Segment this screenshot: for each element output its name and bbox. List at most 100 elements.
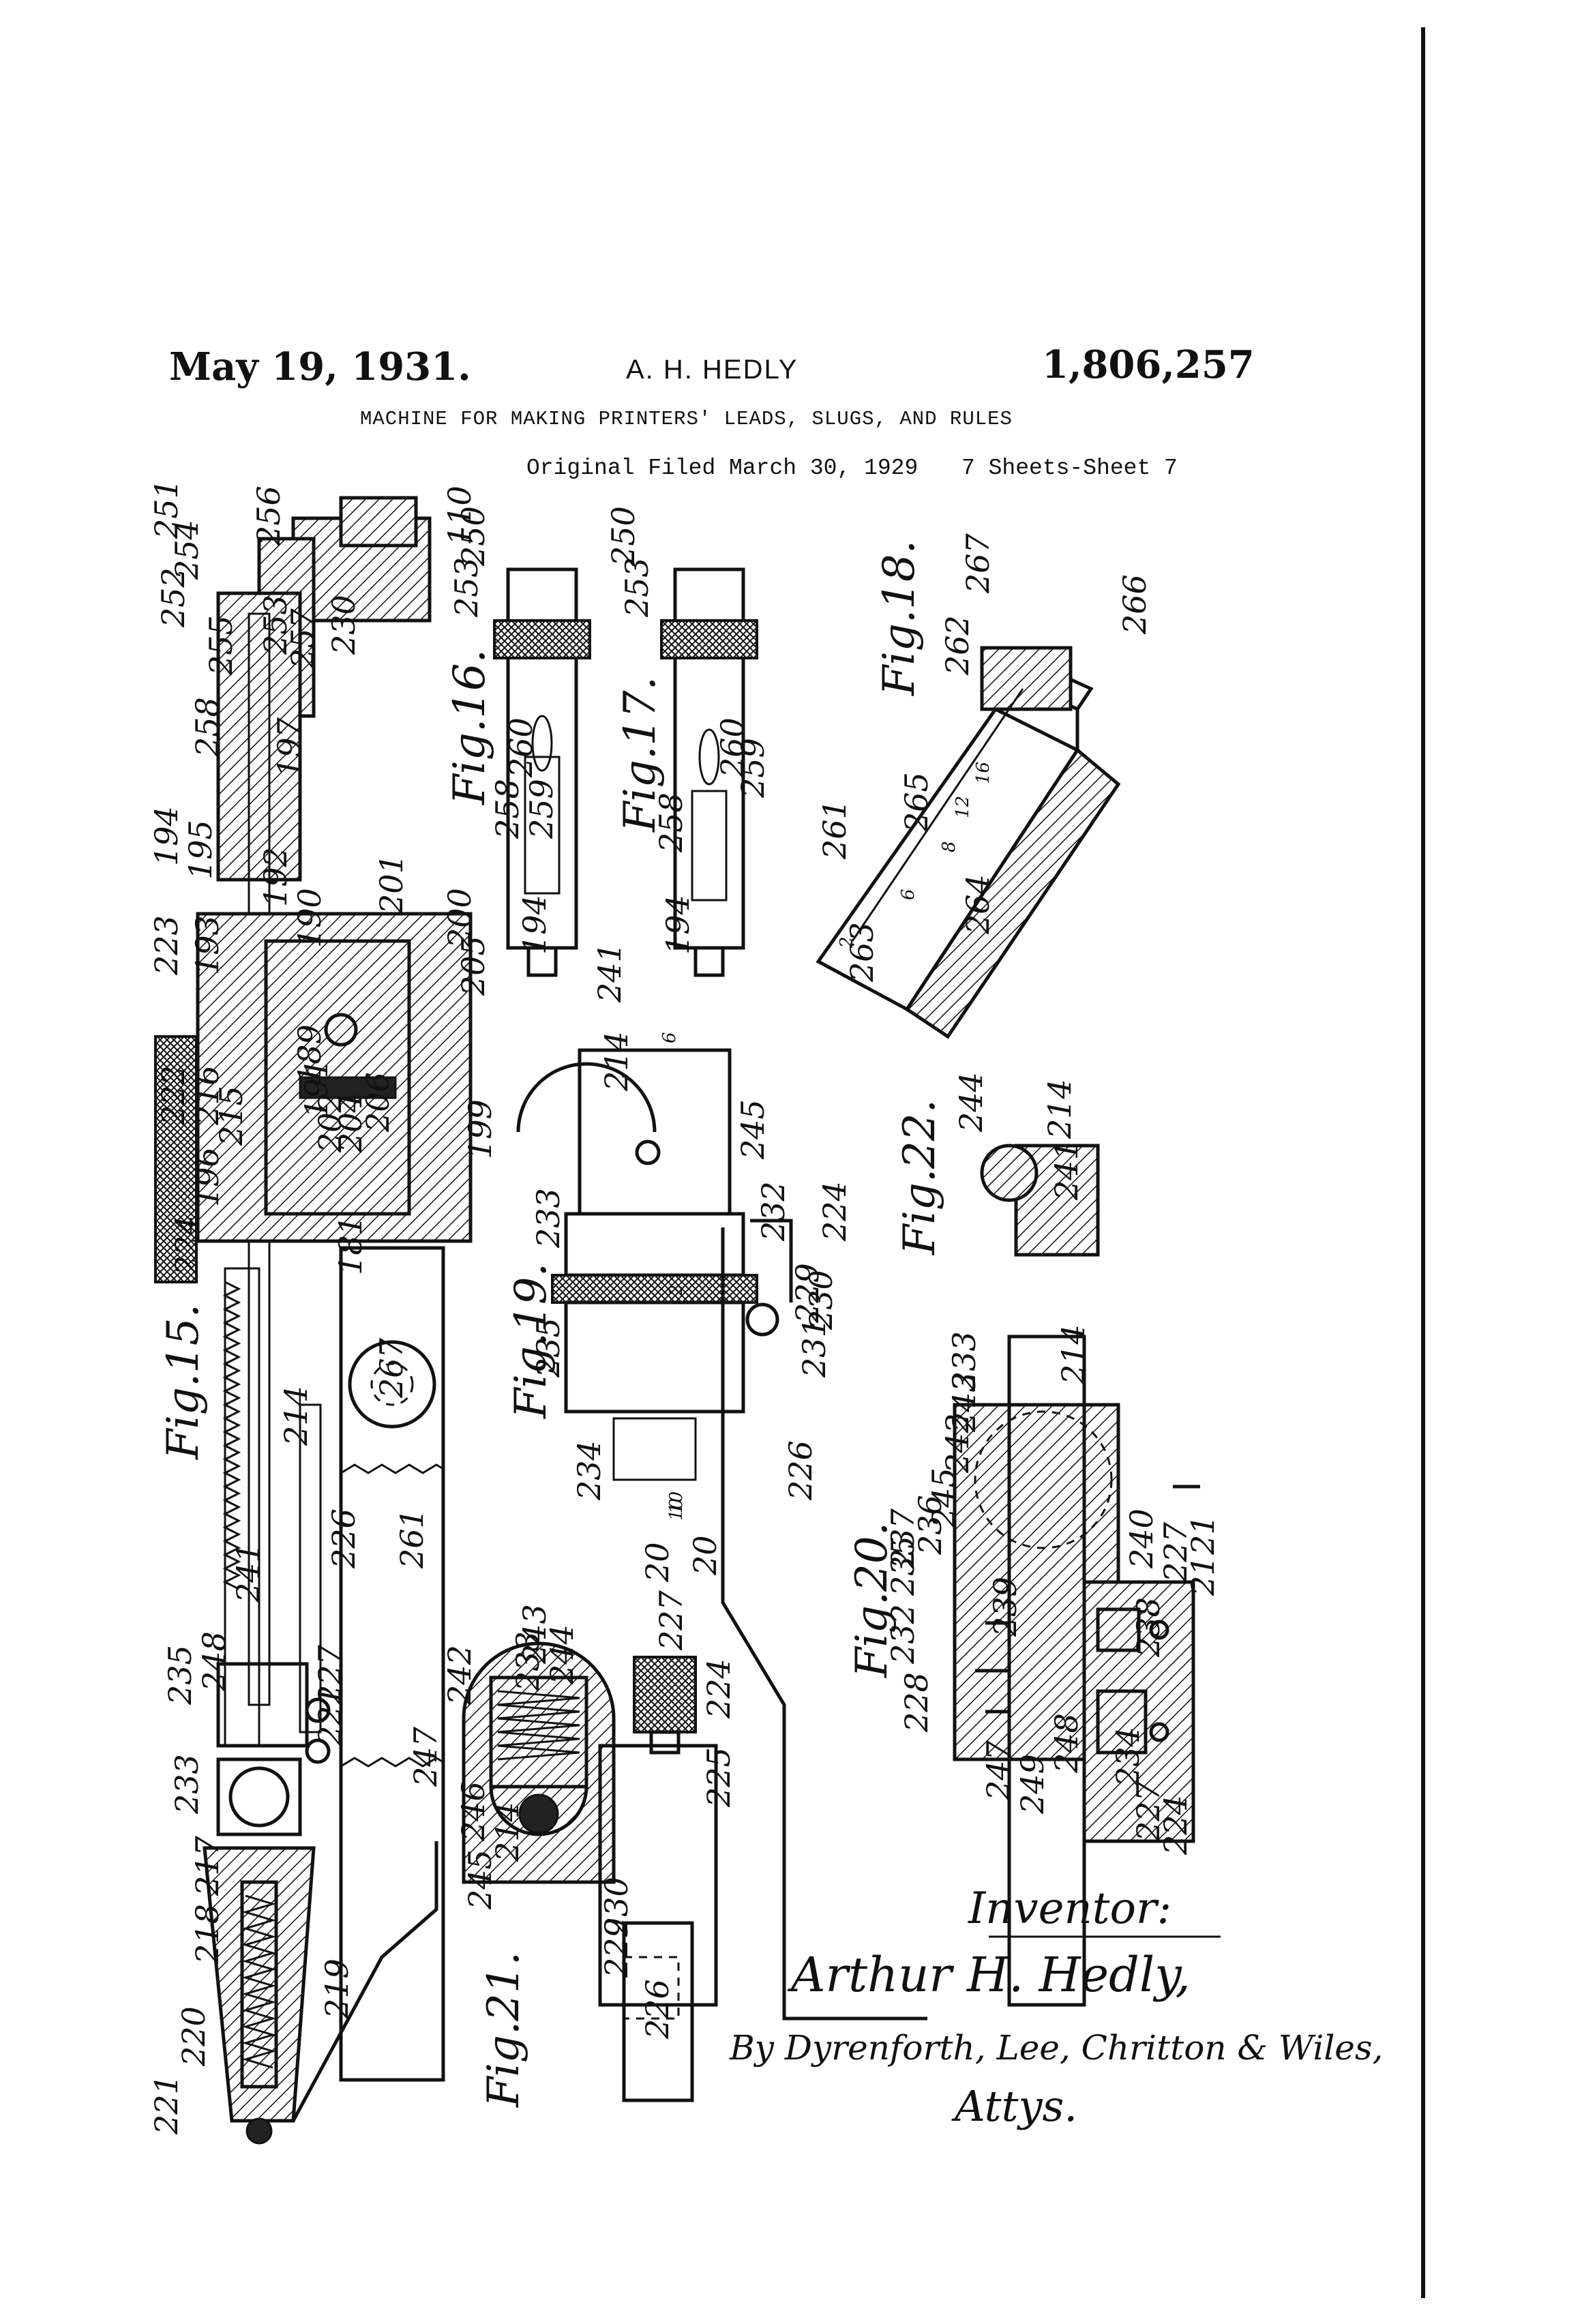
labels-fig15-numeral: 248	[196, 1631, 233, 1692]
labels-fig15-numeral: 257	[284, 608, 321, 669]
attorneys-signature: By Dyrenforth, Lee, Chritton & Wiles,	[729, 2028, 1383, 2068]
labels-fig18-numeral: 261	[816, 799, 853, 860]
labels-scale-numeral: 6	[659, 1032, 680, 1043]
labels-fig21-numeral: 229	[598, 1918, 635, 1978]
labels-fig20-numeral: 242	[939, 1413, 976, 1474]
labels-fig15-numeral: 252	[155, 567, 192, 628]
labels-scale-numeral: 12	[953, 796, 973, 818]
labels-fig20-numeral: 248	[1048, 1713, 1085, 1774]
mount-cap	[341, 498, 416, 546]
labels-fig19-numeral: 20	[639, 1542, 676, 1583]
labels-fig15-numeral: 197	[271, 717, 308, 777]
labels-fig18-numeral: 265	[898, 772, 935, 833]
labels-scale-numeral: 2	[666, 1284, 687, 1296]
labels-fig15-numeral: 223	[148, 915, 185, 976]
labels-fig20-numeral: 238	[1130, 1597, 1167, 1658]
labels-fig17-numeral: 253	[618, 557, 655, 618]
labels-fig15-numeral: 255	[203, 615, 239, 676]
labels-fig15-numeral: 205	[455, 936, 492, 996]
labels-fig15-numeral: 258	[189, 697, 226, 758]
labels-fig18-numeral: 262	[939, 615, 976, 676]
labels-fig15-numeral: 222	[155, 1065, 192, 1126]
barrel-234	[566, 1302, 743, 1412]
labels-fig15-numeral: 218	[189, 1904, 226, 1965]
labels-fig18-numeral: 266	[1116, 574, 1153, 635]
labels-fig18-numeral: 264	[959, 874, 996, 935]
labels-fig20-numeral: 234	[1109, 1727, 1146, 1787]
labels-fig15-numeral: 199	[462, 1099, 498, 1159]
labels-fig15-numeral: 181	[332, 1215, 369, 1275]
inventor-signature: Arthur H. Hedly,	[787, 1947, 1191, 2003]
labels-fig20-numeral: 249	[1014, 1754, 1051, 1815]
labels-fig15-numeral: 241	[230, 1543, 267, 1603]
fig16-title: Fig.16.	[445, 649, 495, 805]
labels-fig18-numeral: 263	[844, 922, 880, 983]
labels-fig15-numeral: 195	[182, 820, 219, 880]
labels-fig20-numeral: 247	[980, 1740, 1017, 1801]
labels-fig15-numeral: 219	[318, 1958, 355, 2019]
labels-fig16-numeral: 194	[516, 895, 553, 955]
labels-fig15-numeral: 230	[325, 595, 362, 655]
labels-fig21-numeral: 243	[516, 1604, 553, 1665]
labels-scale-numeral: 10	[666, 1491, 687, 1514]
labels-fig15-numeral: 214	[278, 1386, 314, 1446]
fig17-title: Fig.17.	[615, 676, 666, 833]
labels-fig20-numeral: 21	[1184, 1515, 1221, 1555]
labels-fig15-numeral: 267	[373, 1337, 410, 1399]
fig19-title: Fig.19.	[506, 1263, 556, 1419]
labels-fig15-numeral: 196	[189, 1147, 226, 1207]
labels-fig20-numeral: 214	[1055, 1324, 1092, 1385]
labels-fig15-numeral: 226	[325, 1508, 362, 1569]
labels-fig21-numeral: 245	[462, 1849, 498, 1910]
labels-fig21-numeral: 224	[700, 1658, 737, 1719]
labels-fig16-numeral: 253	[448, 557, 485, 618]
labels-fig17-numeral: 259	[734, 738, 771, 799]
fig21-title: Fig.21.	[479, 1952, 529, 2108]
labels-fig19-numeral: 214	[598, 1031, 635, 1092]
labels-fig20-numeral: 21	[1184, 1555, 1221, 1596]
labels-fig15-numeral: 220	[175, 2006, 212, 2067]
labels-fig15-numeral: 217	[189, 1835, 226, 1896]
labels-fig15-numeral: 215	[213, 1086, 250, 1146]
labels-fig16-numeral: 260	[503, 717, 539, 778]
labels-fig15-numeral: 221	[148, 2074, 185, 2135]
labels-fig16-numeral: 259	[523, 779, 560, 839]
inventor-heading: Inventor:	[968, 1883, 1171, 1934]
labels-scale-numeral: 16	[973, 762, 994, 784]
labels-fig19-numeral: 228	[898, 1672, 935, 1733]
labels-fig15-numeral: 224	[168, 1215, 205, 1276]
labels-fig15-numeral: 201	[373, 854, 410, 914]
labels-fig15-numeral: 221	[312, 1686, 348, 1746]
labels-fig21-numeral: 227	[653, 1590, 689, 1651]
fig20-title: Fig.20.	[847, 1522, 897, 1678]
ball-221	[247, 2119, 271, 2143]
sleeve-232	[566, 1214, 743, 1275]
labels-fig15-numeral: 194	[148, 806, 185, 866]
fig18-title: Fig.18.	[874, 540, 925, 696]
labels-fig19-numeral: 20	[687, 1535, 723, 1576]
labels-fig19-numeral: 233	[530, 1188, 567, 1249]
labels-fig15-numeral: 261	[393, 1508, 430, 1569]
labels-fig15-numeral: 247	[407, 1726, 444, 1787]
labels-scale-numeral: 6	[898, 889, 919, 900]
labels-fig22-numeral: 241	[1048, 1140, 1085, 1201]
labels-fig15-numeral: 190	[291, 888, 328, 948]
attys-signature: Attys.	[951, 2081, 1077, 2131]
labels-fig19-numeral: 241	[591, 942, 628, 1003]
labels-fig21-numeral: 226	[639, 1979, 676, 2040]
break-line-1	[341, 1465, 443, 1473]
labels-fig19-numeral: 230	[803, 1270, 839, 1330]
labels-fig21-numeral: 242	[441, 1645, 478, 1705]
labels-fig21-numeral: 225	[700, 1747, 737, 1808]
labels-fig22-numeral: 244	[953, 1072, 989, 1133]
labels-fig22-numeral: 214	[1041, 1079, 1078, 1139]
labels-fig15-numeral: 235	[162, 1645, 198, 1705]
labels-fig21-numeral: 246	[455, 1781, 492, 1842]
labels-scale-numeral: 2	[837, 936, 857, 949]
labels-fig15-numeral: 233	[168, 1754, 205, 1815]
labels-fig15-numeral: 256	[250, 486, 287, 546]
labels-fig20-numeral: 224	[1157, 1795, 1194, 1856]
knob-233	[230, 1768, 288, 1826]
labels-fig19-numeral: 224	[816, 1181, 853, 1242]
